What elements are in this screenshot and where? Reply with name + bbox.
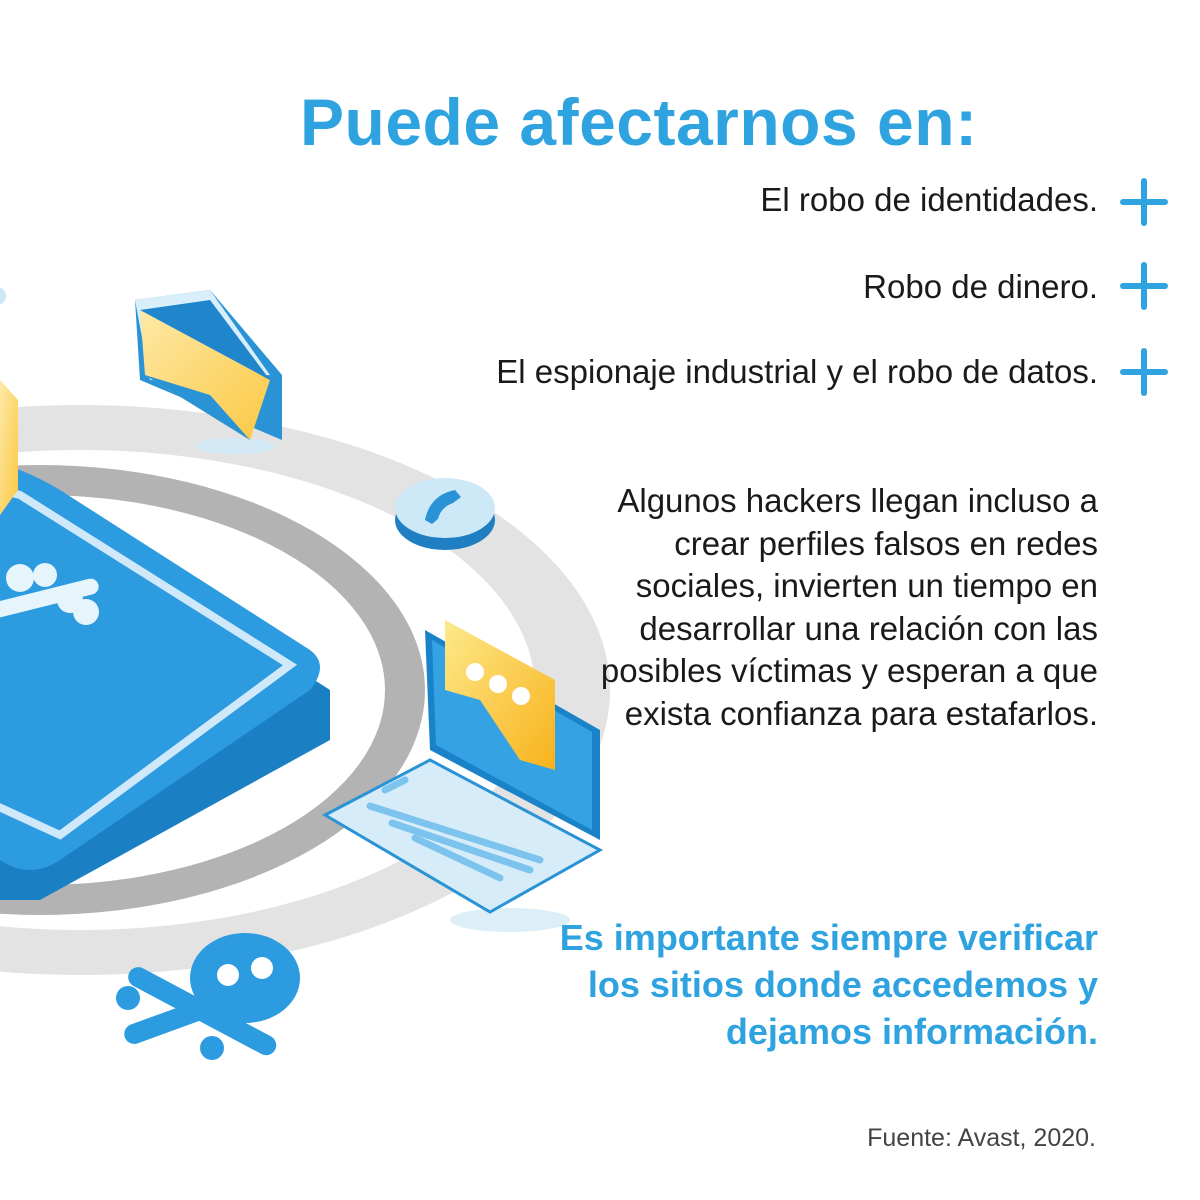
source-citation: Fuente: Avast, 2020. <box>867 1124 1096 1152</box>
list-item-money-theft: Robo de dinero. <box>863 268 1098 305</box>
diamond-shield-icon <box>135 290 282 454</box>
plus-icon <box>1120 348 1168 396</box>
body-paragraph: Algunos hackers llegan incluso a crear p… <box>600 482 1098 732</box>
skull-crossbones-icon <box>116 933 300 1060</box>
plus-icon <box>1120 178 1168 226</box>
plus-icon <box>1120 262 1168 310</box>
list-item-industrial-espionage: El espionaje industrial y el robo de dat… <box>496 353 1098 390</box>
list-item-identity-theft: El robo de identidades. <box>760 181 1098 218</box>
chat-bubble-icon <box>445 620 555 770</box>
warning-sign-icon <box>0 380 330 900</box>
callout-text: Es importante siempre verificar los siti… <box>559 917 1098 1052</box>
phone-icon <box>395 478 495 550</box>
page-title: Puede afectarnos en: <box>300 85 978 159</box>
